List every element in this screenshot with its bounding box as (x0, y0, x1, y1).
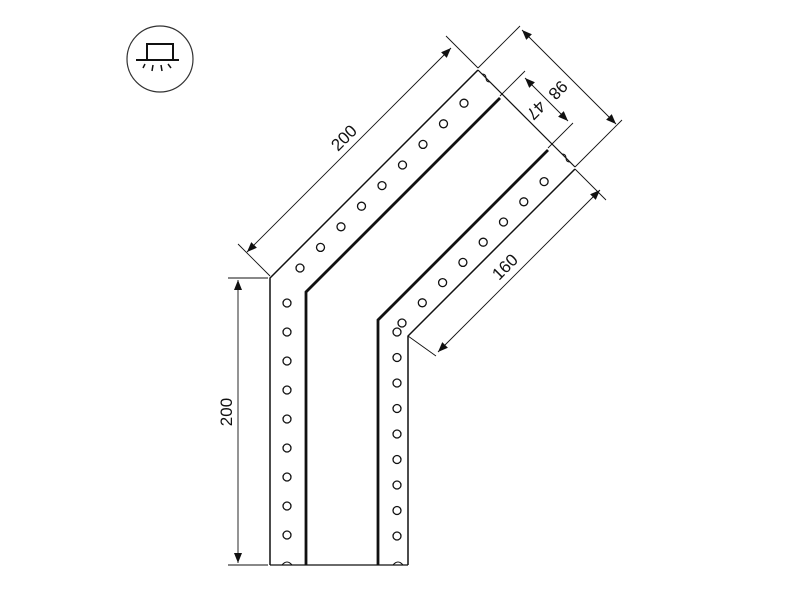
mounting-hole (282, 385, 292, 395)
mounting-hole (392, 454, 402, 465)
dimension-label-angled-200: 200 (327, 121, 360, 154)
mounting-hole (356, 201, 367, 211)
mounting-hole (397, 318, 407, 328)
profile-outline (269, 69, 576, 566)
mounting-hole (417, 298, 427, 308)
mounting-hole (519, 197, 529, 207)
mounting-hole (438, 119, 449, 129)
mounting-hole (392, 505, 402, 516)
mounting-hole (392, 403, 402, 414)
mounting-hole (282, 414, 292, 424)
mounting-hole (418, 139, 428, 150)
mounting-hole (282, 472, 292, 482)
mounting-hole (282, 356, 292, 366)
mounting-hole (458, 257, 468, 268)
surface-mount-light-icon (126, 25, 194, 93)
mounting-hole (478, 237, 488, 247)
mounting-hole (282, 443, 292, 453)
mounting-hole (336, 222, 346, 232)
mounting-hole (282, 530, 292, 540)
mounting-hole (392, 352, 402, 363)
mounting-holes (282, 98, 549, 541)
mounting-hole (295, 263, 305, 273)
mounting-hole (539, 176, 549, 187)
mounting-hole (392, 327, 402, 337)
mounting-hole (392, 480, 402, 490)
dimension-label-vertical-200: 200 (217, 398, 236, 426)
mounting-hole (392, 531, 402, 541)
dimension-lines (228, 25, 623, 566)
mounting-hole (282, 501, 292, 511)
mounting-hole (392, 429, 402, 439)
mounting-hole (315, 242, 326, 253)
dimension-label-160: 160 (488, 250, 521, 283)
mounting-hole (377, 180, 387, 191)
mounting-hole (498, 217, 509, 227)
mounting-hole (282, 298, 292, 308)
mounting-hole (392, 378, 402, 388)
mounting-hole (397, 160, 408, 170)
mounting-hole (459, 98, 469, 108)
mounting-hole (282, 327, 292, 337)
mounting-hole (437, 277, 448, 288)
dimension-label-98: 98 (544, 76, 571, 103)
